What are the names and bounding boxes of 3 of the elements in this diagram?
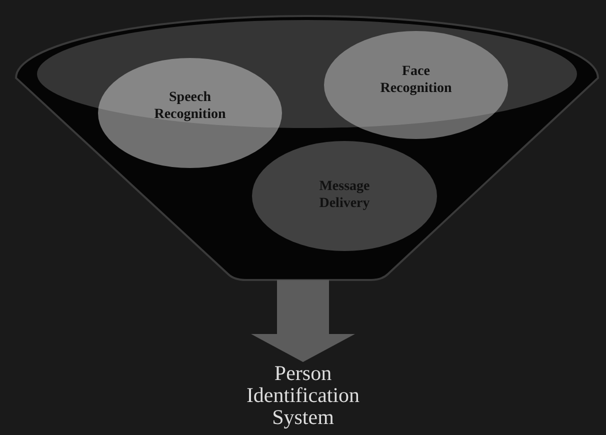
result-label: Person Identification System	[228, 362, 378, 428]
circle-label: Face Recognition	[379, 64, 453, 98]
circle-label: Speech Recognition	[153, 90, 227, 124]
